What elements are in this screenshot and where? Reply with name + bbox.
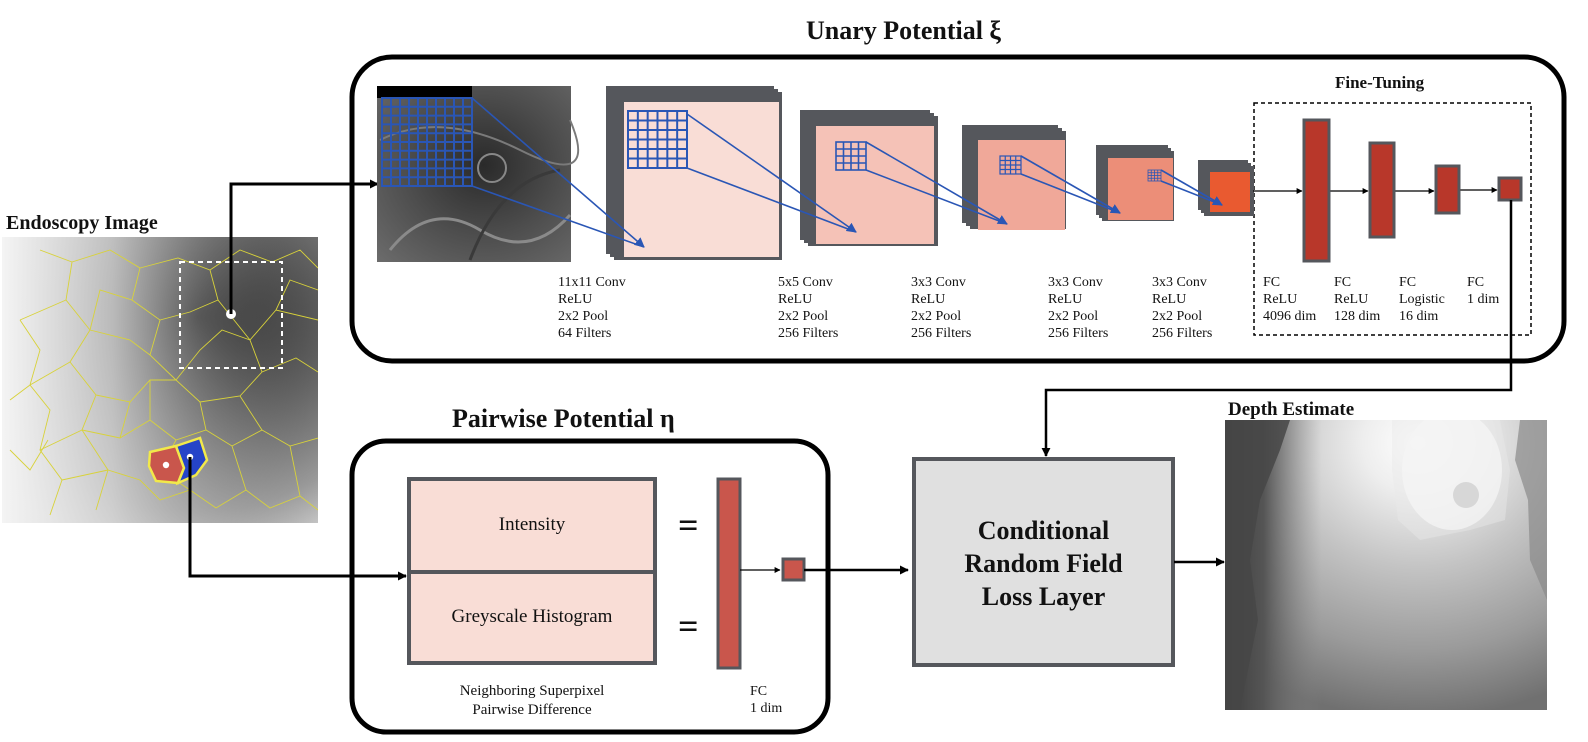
fc-16 [1434,164,1461,215]
feature-intensity-box [407,477,657,574]
unary-potential-title: Unary Potential ξ [806,16,1002,45]
feature-histogram-box [407,570,657,665]
conv1-label: 11x11 Conv ReLU 2x2 Pool 64 Filters [558,275,626,341]
patch-selection [179,261,283,369]
feature-intensity-label: Intensity [498,514,566,535]
pairwise-panel [349,438,831,735]
endoscopy-image-title: Endoscopy Image [6,212,158,234]
conv5-label: 3x3 Conv ReLU 2x2 Pool 256 Filters [1152,275,1213,341]
kernel-grid-5 [1147,169,1162,182]
kernel-grid-3 [835,141,867,171]
equals-sign-1: = [678,505,699,545]
equals-sign-2: = [678,606,699,646]
crf-label: Conditional Random Field Loss Layer [964,516,1123,611]
conv4-label: 3x3 Conv ReLU 2x2 Pool 256 Filters [1048,275,1109,341]
endoscopy-image [2,237,318,523]
feature-histogram-label: Greyscale Histogram [451,606,613,627]
conv2-map [816,126,934,244]
unary-panel [349,54,1567,364]
kernel-grid-2 [627,110,688,169]
pairwise-caption: Neighboring Superpixel Pairwise Differen… [459,683,605,718]
fc3-label: FC Logistic 16 dim [1399,275,1445,324]
pair-vector [716,477,742,670]
finetuning-box [1253,102,1532,336]
fc4-label: FC 1 dim [1467,275,1500,307]
pair-fc-output [781,557,806,582]
kernel-grid-1 [381,97,473,187]
fc-1 [1497,176,1523,202]
kernel-projections [471,97,1223,248]
conv3-map [978,140,1065,230]
pair-fc-label: FC 1 dim [750,684,783,716]
arrow-image-to-unary [229,179,379,314]
conv4-map [1108,158,1173,220]
depth-estimate-image [1225,410,1547,710]
arrow-image-to-pairwise [188,457,407,581]
conv2-label: 5x5 Conv ReLU 2x2 Pool 256 Filters [778,275,839,341]
fc2-label: FC ReLU 128 dim [1334,275,1381,324]
fc1-label: FC ReLU 4096 dim [1263,275,1317,324]
kernel-grid-4 [999,155,1022,175]
crf-box [912,457,1175,667]
input-patch [377,86,580,262]
fc-128 [1368,141,1396,239]
conv3-label: 3x3 Conv ReLU 2x2 Pool 256 Filters [911,275,972,341]
depth-estimate-title: Depth Estimate [1228,399,1355,420]
conv1-map [624,102,779,257]
arrow-unary-to-crf [1041,200,1513,457]
conv5-map [1210,172,1250,212]
fine-tuning-title: Fine-Tuning [1335,73,1425,92]
fc-4096 [1302,118,1331,263]
kernel-grids [381,97,1162,187]
superpixel-boundaries [9,249,318,516]
pairwise-potential-title: Pairwise Potential η [452,404,675,433]
